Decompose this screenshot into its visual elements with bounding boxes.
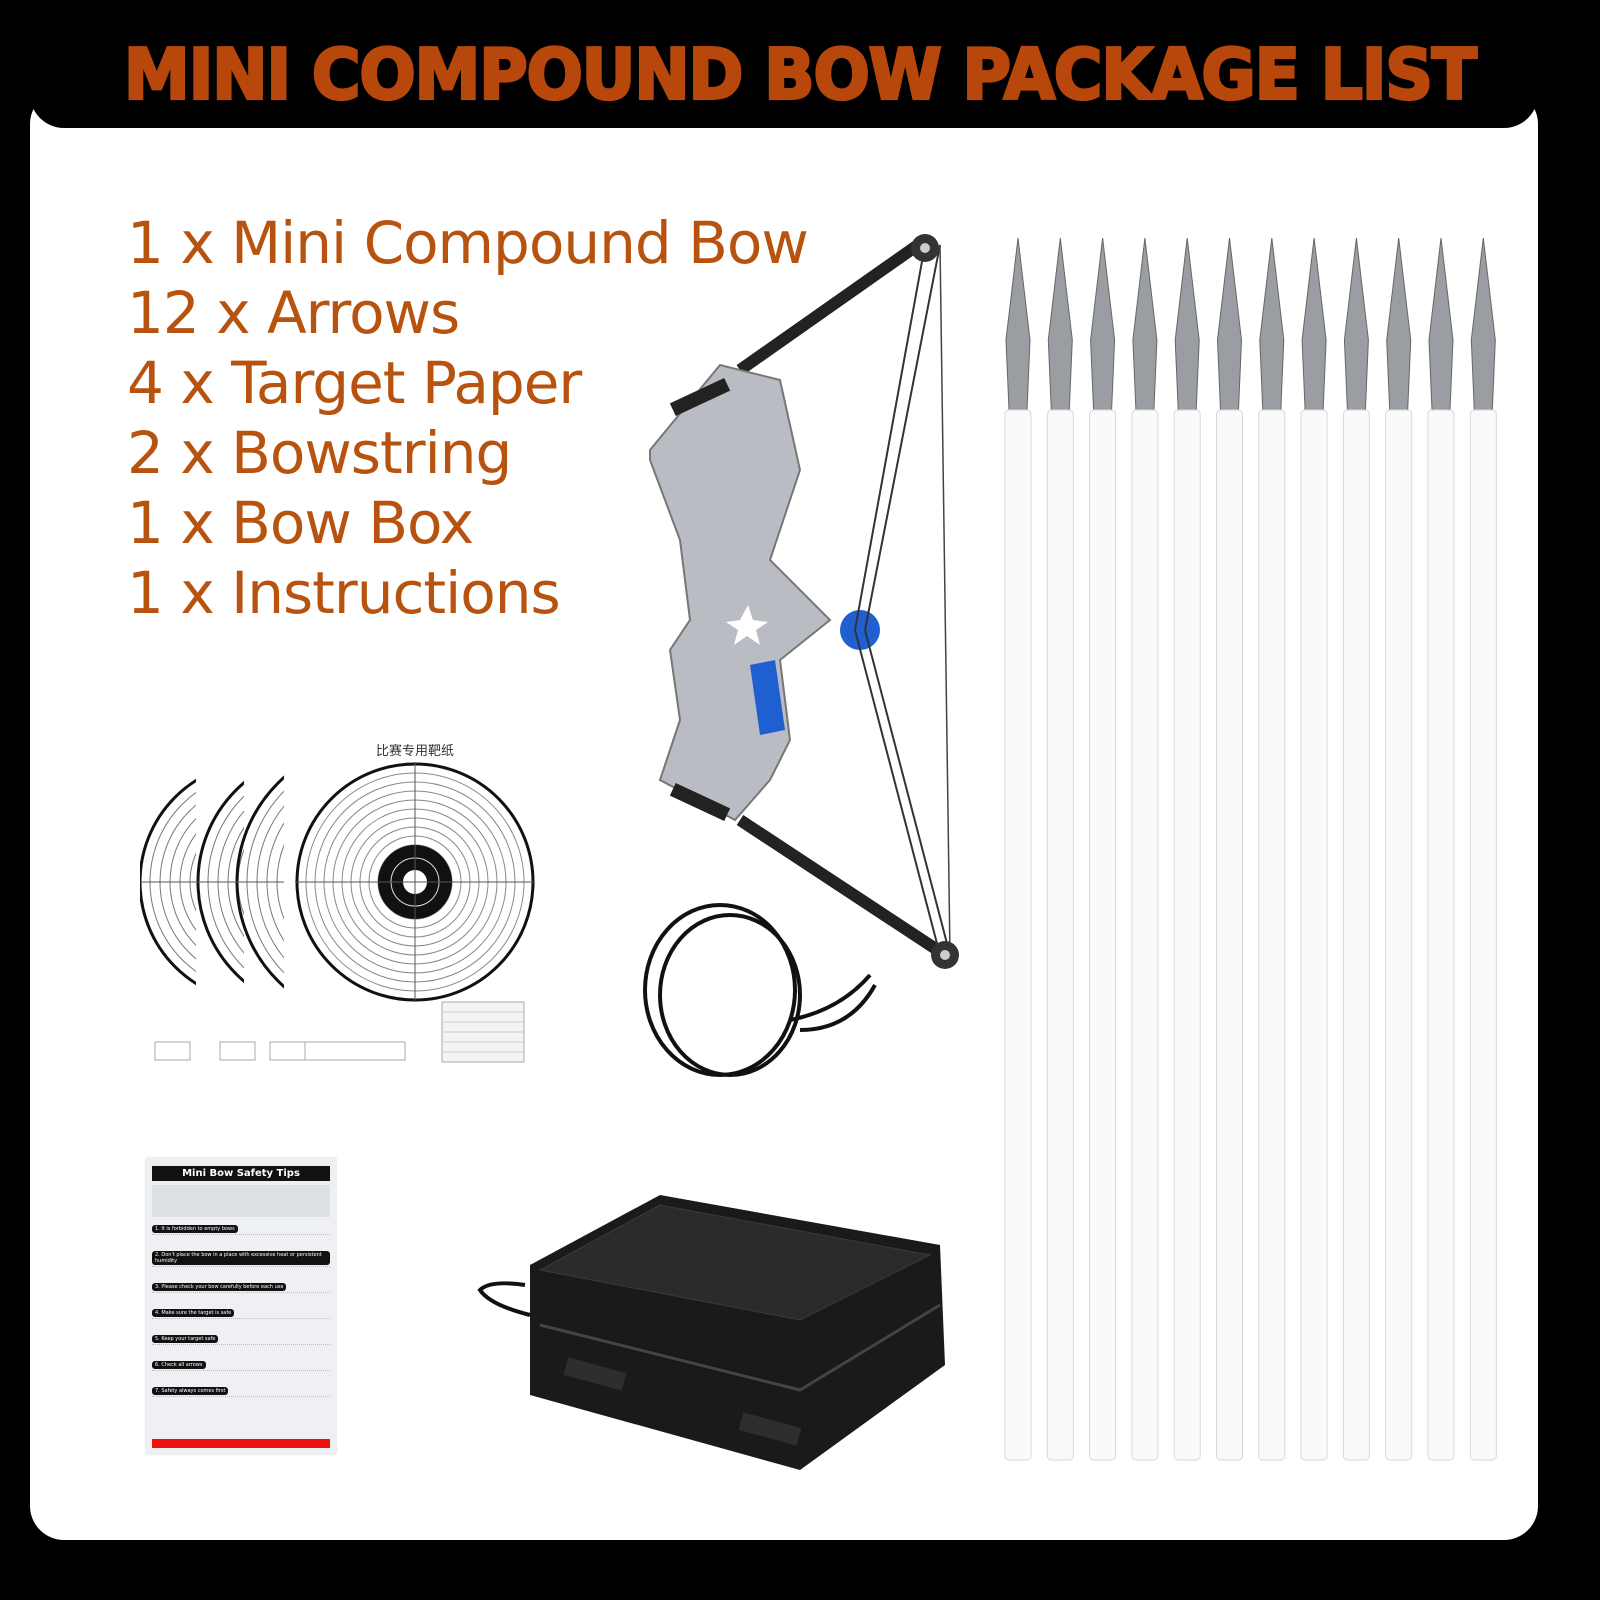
instructions-tip: 4. Make sure the target is safe	[152, 1309, 235, 1317]
package-list: 1 x Mini Compound Bow 12 x Arrows 4 x Ta…	[127, 208, 809, 628]
arrow	[1342, 237, 1370, 1461]
list-item: 1 x Mini Compound Bow	[127, 209, 809, 277]
arrow	[1300, 237, 1328, 1461]
instructions-tip: 3. Please check your bow carefully befor…	[152, 1283, 287, 1291]
arrow	[1385, 237, 1413, 1461]
target-paper-image: 比赛专用靶纸	[140, 743, 535, 1063]
arrow	[1469, 237, 1497, 1461]
arrow	[1046, 237, 1074, 1461]
instructions-sheet: Mini Bow Safety Tips 1. It is forbidden …	[146, 1158, 336, 1454]
arrows-image	[1004, 237, 1497, 1461]
instructions-intro	[152, 1185, 330, 1217]
arrow	[1173, 237, 1201, 1461]
list-item: 4 x Target Paper	[127, 349, 582, 417]
title-band	[30, 0, 1538, 128]
arrow	[1427, 237, 1455, 1461]
instructions-tip: 5. Keep your target safe	[152, 1335, 219, 1343]
score-label-box	[219, 1041, 256, 1061]
warning-strip	[152, 1439, 330, 1448]
target-caption: 比赛专用靶纸	[376, 743, 454, 759]
instructions-tip: 7. Safety always comes first	[152, 1387, 229, 1395]
compound-bow-image	[649, 234, 959, 969]
bowstring-image	[643, 903, 877, 1077]
instructions-tip: 6. Check all arrows	[152, 1361, 206, 1369]
bow-box-image	[477, 1195, 945, 1470]
score-grid	[441, 1001, 525, 1063]
arrow	[1131, 237, 1159, 1461]
instructions-tip: 2. Don't place the bow in a place with e…	[152, 1251, 330, 1265]
instructions-tip: 1. It is forbidden to empty bows	[152, 1225, 238, 1233]
page-title: MINI COMPOUND BOW PACKAGE LIST	[123, 33, 1479, 117]
list-item: 1 x Instructions	[127, 559, 561, 627]
arrow	[1258, 237, 1286, 1461]
instructions-title: Mini Bow Safety Tips	[152, 1166, 330, 1181]
list-item: 12 x Arrows	[127, 279, 460, 347]
arrow	[1216, 237, 1243, 1461]
list-item: 1 x Bow Box	[127, 489, 474, 557]
arrow	[1004, 237, 1032, 1461]
score-label-box	[269, 1041, 306, 1061]
target-paper	[140, 775, 284, 989]
score-label-box	[154, 1041, 191, 1061]
score-label-box	[304, 1041, 406, 1061]
list-item: 2 x Bowstring	[127, 419, 512, 487]
arrow	[1089, 237, 1117, 1461]
target-paper	[295, 762, 535, 1002]
